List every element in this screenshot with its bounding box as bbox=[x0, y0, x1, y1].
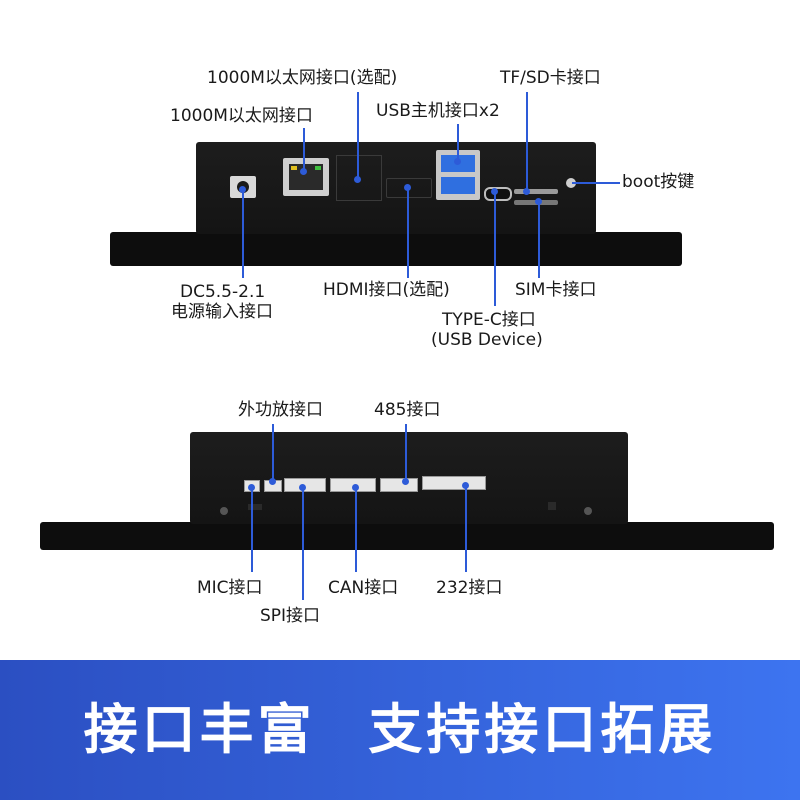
leader-dot bbox=[462, 482, 469, 489]
label-amplifier: 外功放接口 bbox=[238, 400, 323, 420]
rs232-connector bbox=[422, 476, 486, 490]
label-hdmi: HDMI接口(选配) bbox=[323, 280, 450, 300]
leader-dot bbox=[454, 158, 461, 165]
label-dc-line2: 电源输入接口 bbox=[171, 302, 273, 322]
type-c-port bbox=[484, 187, 512, 201]
label-spi: SPI接口 bbox=[260, 606, 321, 626]
leader-eth bbox=[303, 128, 305, 172]
label-boot-button: boot按键 bbox=[622, 172, 695, 192]
vent-right bbox=[548, 502, 556, 510]
screw-left bbox=[220, 507, 228, 515]
label-type-c-line1: TYPE-C接口 bbox=[442, 310, 536, 330]
leader-dot bbox=[352, 484, 359, 491]
screw-right bbox=[584, 507, 592, 515]
banner-headline: 接口丰富 支持接口拓展 bbox=[83, 698, 717, 761]
label-ethernet: 1000M以太网接口 bbox=[170, 106, 313, 126]
leader-can bbox=[355, 488, 357, 572]
boot-button bbox=[566, 178, 576, 188]
ethernet-port bbox=[283, 158, 329, 196]
leader-dc bbox=[242, 190, 244, 278]
leader-mic bbox=[251, 488, 253, 572]
leader-dot bbox=[535, 198, 542, 205]
leader-dot bbox=[523, 188, 530, 195]
label-type-c-line2: (USB Device) bbox=[431, 330, 543, 350]
rs485-connector bbox=[380, 478, 418, 492]
label-rs485: 485接口 bbox=[374, 400, 441, 420]
label-mic: MIC接口 bbox=[197, 578, 263, 598]
leader-spi bbox=[302, 488, 304, 600]
leader-dot bbox=[299, 484, 306, 491]
leader-dot bbox=[404, 184, 411, 191]
leader-485 bbox=[405, 424, 407, 482]
leader-amp bbox=[272, 424, 274, 482]
leader-dot bbox=[354, 176, 361, 183]
label-usb-host: USB主机接口x2 bbox=[376, 101, 500, 121]
leader-dot bbox=[402, 478, 409, 485]
label-tf-sd: TF/SD卡接口 bbox=[500, 68, 601, 88]
leader-tf bbox=[526, 92, 528, 192]
hdmi-port-cover bbox=[386, 178, 432, 198]
leader-eth-optional bbox=[357, 92, 359, 180]
leader-sim bbox=[538, 202, 540, 278]
leader-dot bbox=[300, 168, 307, 175]
label-sim: SIM卡接口 bbox=[515, 280, 597, 300]
label-ethernet-optional: 1000M以太网接口(选配) bbox=[207, 68, 398, 88]
label-dc-line1: DC5.5-2.1 bbox=[180, 282, 266, 302]
leader-boot bbox=[572, 182, 620, 184]
leader-dot bbox=[269, 478, 276, 485]
leader-232 bbox=[465, 486, 467, 572]
leader-dot bbox=[239, 186, 246, 193]
vent-left bbox=[248, 504, 262, 510]
leader-dot bbox=[491, 188, 498, 195]
product-diagram: 1000M以太网接口(选配) 1000M以太网接口 USB主机接口x2 TF/S… bbox=[40, 68, 774, 626]
tf-sd-slot bbox=[514, 189, 558, 194]
promo-banner: 接口丰富 支持接口拓展 bbox=[0, 660, 800, 800]
leader-dot bbox=[248, 484, 255, 491]
ethernet-optional-cover bbox=[336, 155, 382, 201]
device-top-body bbox=[196, 142, 596, 234]
label-rs232: 232接口 bbox=[436, 578, 503, 598]
label-can: CAN接口 bbox=[328, 578, 399, 598]
device-bottom-bezel bbox=[40, 522, 774, 550]
leader-hdmi bbox=[407, 188, 409, 278]
device-top-bezel bbox=[110, 232, 682, 266]
leader-usb bbox=[457, 124, 459, 162]
leader-typec bbox=[494, 192, 496, 306]
